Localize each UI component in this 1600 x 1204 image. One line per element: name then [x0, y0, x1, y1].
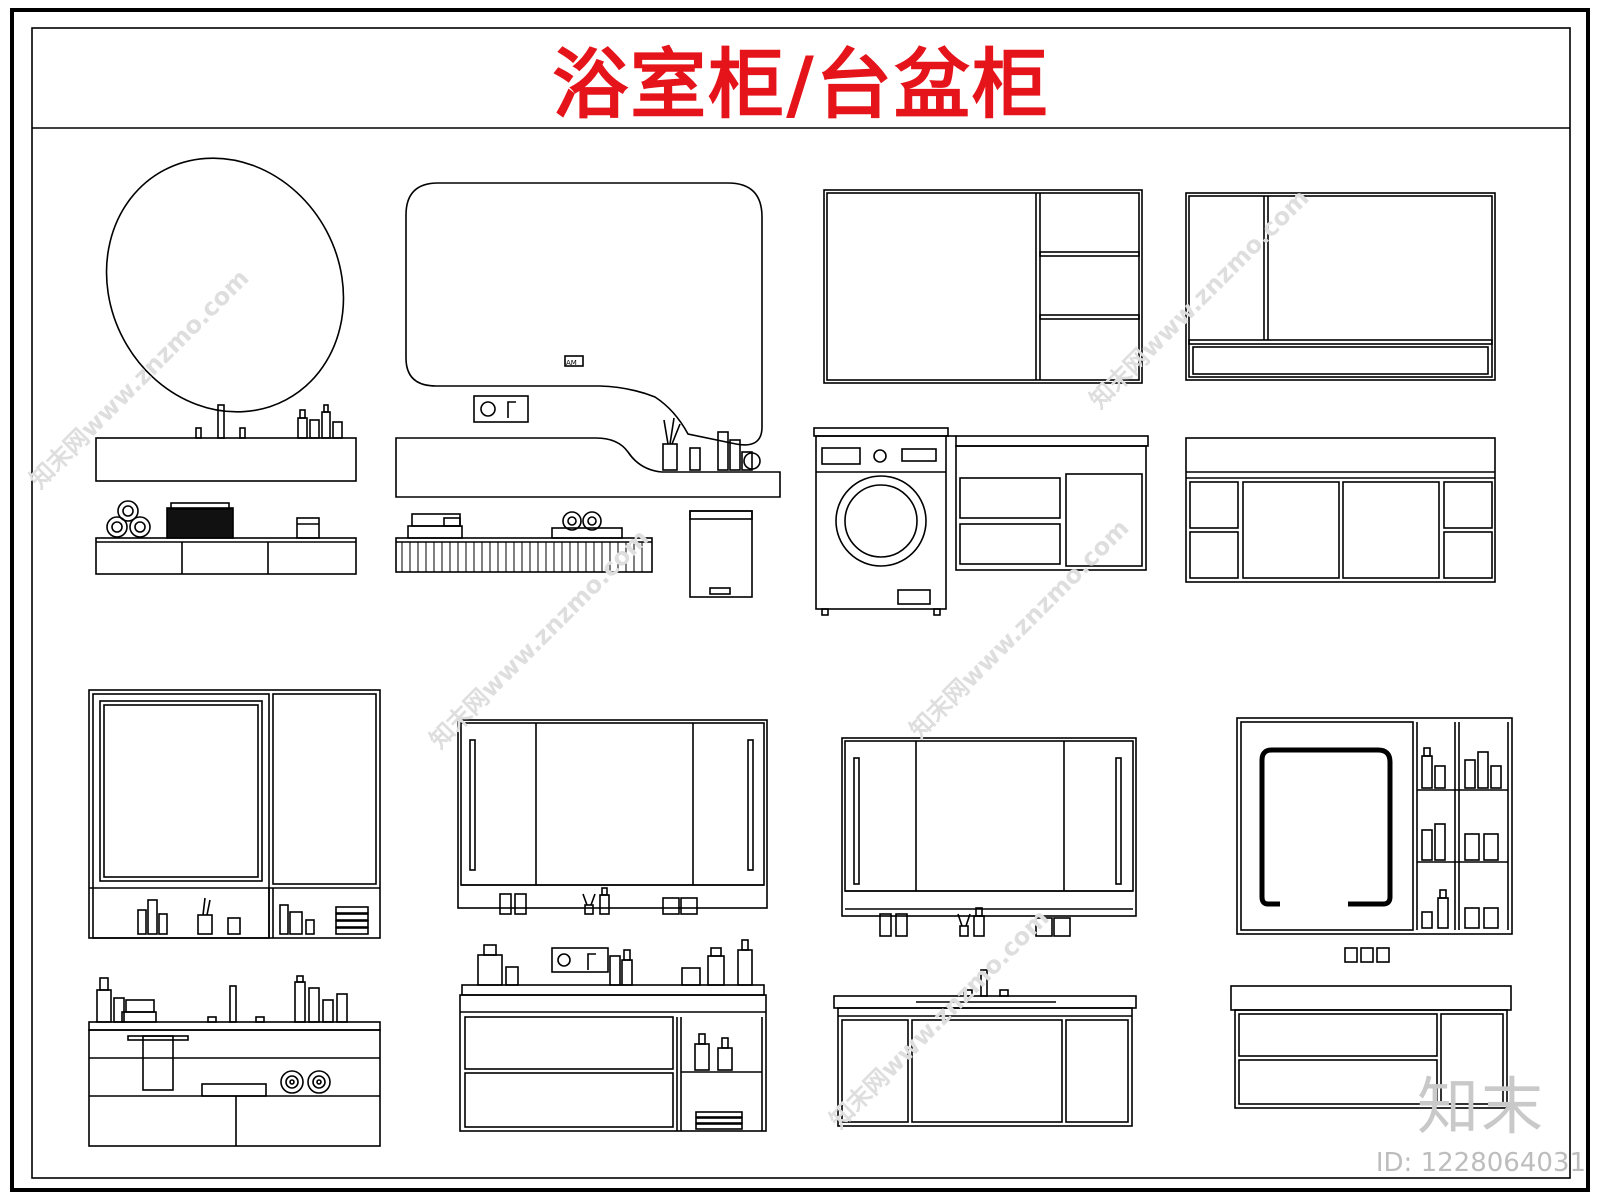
base-cabinet: [955, 445, 1147, 571]
shelf-items: [879, 907, 1071, 937]
vanity-side-shelf-cabinet: [1230, 717, 1513, 1109]
faucet-knob: [480, 401, 496, 417]
cabinet-door: [1342, 481, 1440, 579]
mirror-door: [99, 700, 263, 882]
cabinet-door: [911, 1019, 1063, 1123]
inner-frame: [31, 27, 1571, 1179]
vanity-three-door-cabinet: [457, 719, 768, 1132]
hanging-towel: [142, 1035, 174, 1091]
drawer: [1238, 1059, 1438, 1105]
bin-pedal: [709, 587, 731, 595]
vanity-oval-mirror: [95, 157, 357, 575]
wave-countertop: [395, 437, 781, 498]
washer-top: [813, 427, 949, 437]
faucet: [980, 969, 988, 997]
vanity-framed-mirror-cabinet: [88, 689, 381, 1147]
countertop-items: [477, 939, 753, 986]
drawer: [1238, 1013, 1438, 1057]
cabinet-body: [841, 737, 1137, 917]
countertop: [1230, 985, 1512, 1011]
folded-towels: [407, 513, 463, 539]
cabinet-body: [1185, 192, 1496, 381]
vanity-body: [837, 1007, 1133, 1127]
rolled-towels: [280, 1070, 331, 1094]
vanity-body: [459, 994, 767, 1132]
faucet-handle: [195, 427, 202, 439]
light-strip: [747, 739, 754, 871]
open-shelf: [1192, 346, 1489, 375]
rolled-towels: [551, 511, 623, 539]
drawer: [959, 523, 1061, 565]
shelf-bottles: [137, 897, 369, 935]
washer-door: [835, 475, 927, 567]
drawer: [464, 1072, 674, 1128]
control-display: [901, 448, 937, 462]
trash-bin: [689, 510, 753, 598]
vanity-cloud-mirror: AM: [395, 182, 781, 598]
cabinet-body: [1236, 717, 1513, 935]
cabinet-door: [1242, 481, 1340, 579]
basin-countertop: [95, 437, 357, 482]
wall-faucet-plate: [473, 395, 529, 423]
washer-cabinet: [813, 427, 1149, 616]
light-strip: [853, 757, 860, 885]
shelf-items: [499, 887, 698, 915]
light-strip: [469, 739, 476, 871]
cabinet-body: [457, 719, 768, 909]
mirror-touch-panel: [564, 355, 584, 367]
mirror-cabinet-three-shelf: [823, 189, 1143, 384]
control-knob: [873, 449, 887, 463]
countertop: [461, 984, 765, 996]
diffuser-and-bottles: [662, 417, 761, 471]
mirror-display-label: AM: [566, 359, 577, 367]
slatted-drawer: [395, 537, 653, 573]
oval-mirror: [105, 157, 345, 413]
page-title: 浴室柜/台盆柜: [552, 40, 1050, 129]
mirror-door: [1240, 721, 1414, 931]
drawer-slats: [401, 542, 643, 572]
vanity-body: [1234, 1009, 1508, 1109]
cloud-mirror: [405, 182, 763, 446]
cabinet-door: [1065, 473, 1143, 567]
folded-towel: [201, 1083, 267, 1097]
countertop-items: [96, 975, 348, 1023]
jar: [296, 517, 320, 539]
cabinet-body: [1185, 437, 1496, 583]
filter-cover: [897, 589, 931, 605]
countertop: [88, 1021, 381, 1031]
toiletry-bottles: [297, 404, 343, 439]
mirror-cabinet-bottom-shelf: [1185, 192, 1496, 381]
brand-mark: 知末: [1416, 1070, 1545, 1143]
woven-basket: [166, 507, 234, 539]
vanity-body: [88, 1029, 381, 1147]
mirror-door: [272, 693, 377, 885]
basket-rim: [170, 502, 230, 510]
backlit-mirror: [1259, 747, 1393, 907]
base-cabinet-four-door: [1185, 437, 1496, 583]
image-id-label: ID: 1228064031: [1375, 1148, 1586, 1178]
lower-drawer-unit: [95, 537, 357, 575]
light-strip: [1115, 757, 1122, 885]
countertop: [955, 435, 1149, 447]
rolled-towels: [106, 500, 151, 538]
open-shelf-bottles: [694, 1033, 743, 1130]
vanity-mirror-cabinet-center: [833, 737, 1137, 1127]
tall-faucet: [217, 404, 225, 439]
drawer: [959, 477, 1061, 519]
drawer: [464, 1016, 674, 1070]
wall-switches: [1344, 947, 1390, 963]
cabinet-door: [1440, 1013, 1504, 1105]
detergent-drawer: [821, 447, 861, 465]
faucet-spout: [507, 401, 516, 418]
cabinet-body: [88, 689, 381, 939]
shelf-bottles: [1421, 747, 1502, 929]
cabinet-body: [823, 189, 1143, 384]
outer-frame: [10, 8, 1590, 1192]
faucet-handle: [239, 427, 246, 439]
